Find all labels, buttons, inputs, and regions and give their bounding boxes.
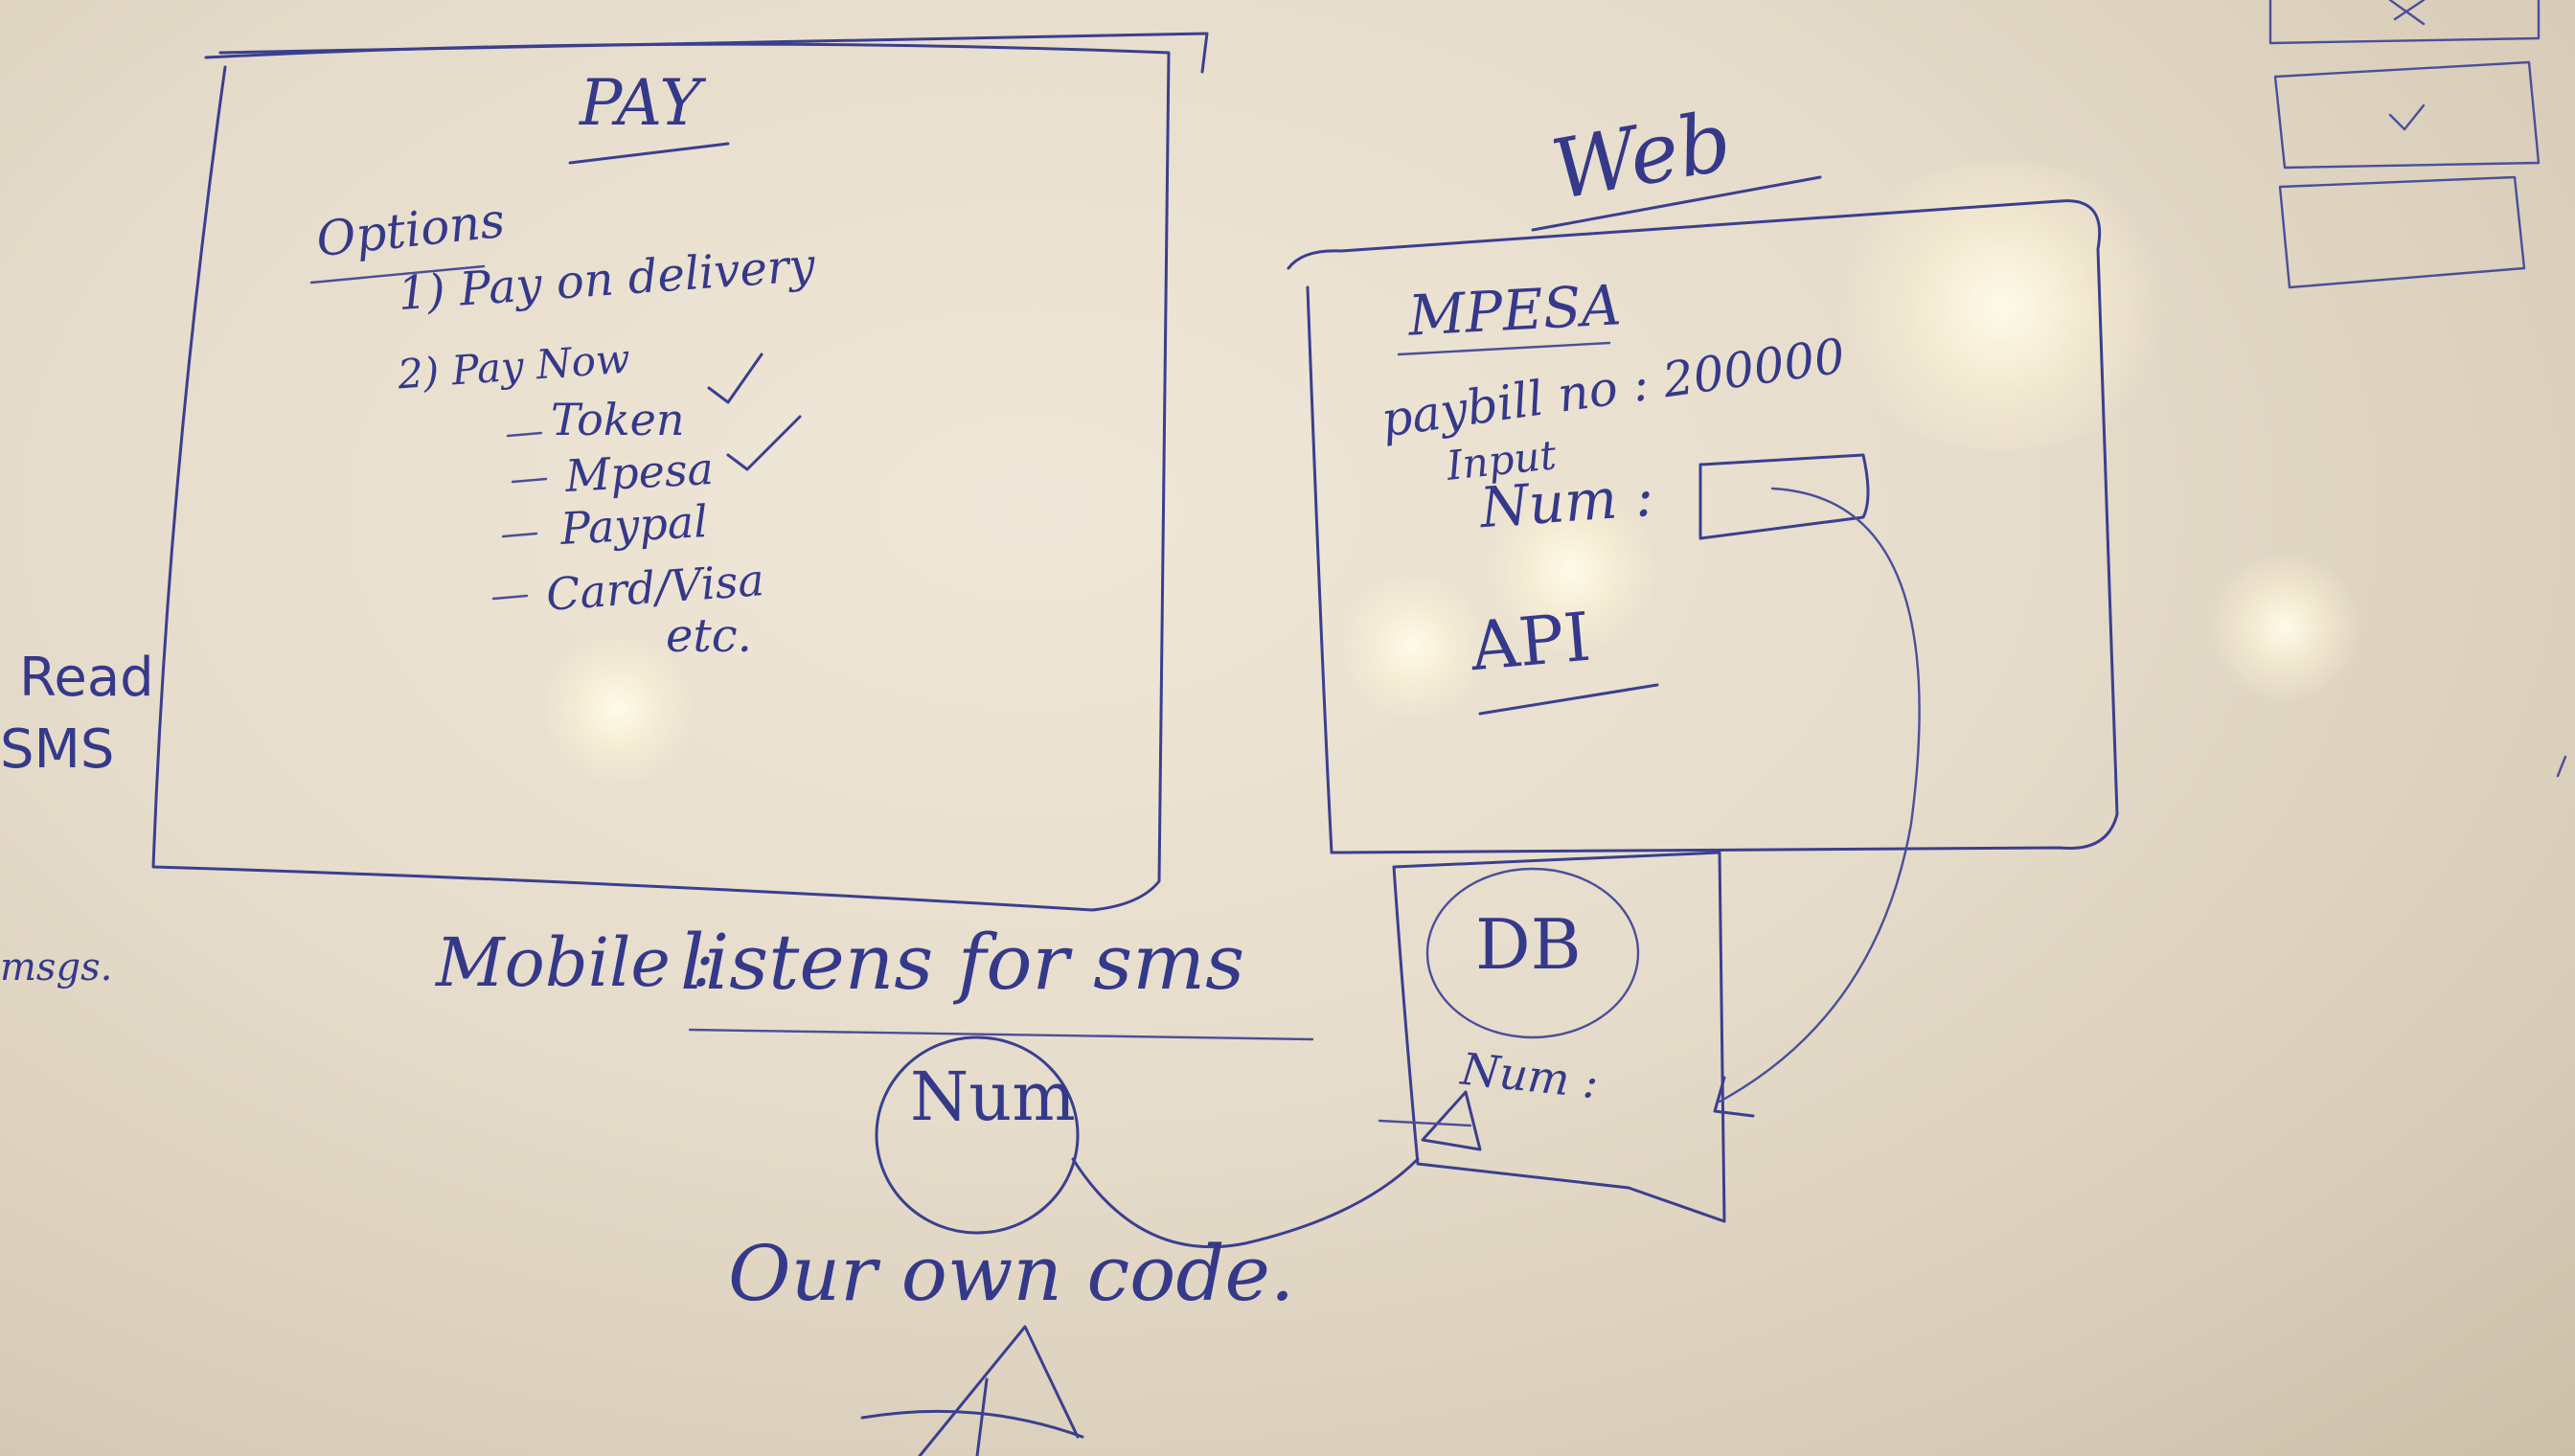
mpesa-label: MPESA — [1406, 272, 1624, 349]
method-mpesa: Mpesa — [563, 442, 716, 503]
web-heading-underline — [1531, 175, 1822, 232]
num-circle-label: Num — [910, 1058, 1076, 1136]
db-num-label: Num : — [1458, 1042, 1602, 1109]
light-glare — [1820, 163, 2184, 450]
pay-title: PAY — [580, 66, 701, 140]
arrow-head-icon — [1713, 1076, 1755, 1118]
method-etc: etc. — [666, 609, 752, 663]
num-circle — [875, 1035, 1080, 1235]
read-sms-note-line2: SMS — [0, 718, 115, 781]
bullet-dash — [491, 594, 529, 601]
arrow-triangle-icon — [1421, 1090, 1482, 1151]
connector-mobile-to-db — [1071, 1157, 1420, 1249]
mobile-label: Mobile : — [436, 923, 715, 1002]
bullet-dash — [511, 477, 548, 484]
close-icon — [2388, 0, 2426, 26]
msgs-note: msgs. — [0, 945, 113, 990]
listens-for-sms: listens for sms — [680, 918, 1245, 1007]
method-token: Token — [551, 394, 685, 445]
light-glare — [1332, 575, 1494, 718]
checkbox-outline — [2273, 60, 2541, 170]
connector-web-to-db — [1718, 487, 1921, 1103]
check-mark-icon — [2388, 103, 2426, 131]
checkbox-outline — [2278, 175, 2526, 289]
light-glare — [536, 632, 699, 785]
light-glare — [2203, 556, 2366, 699]
options-underline — [309, 264, 486, 284]
db-circle — [1425, 867, 1640, 1039]
arrow-tail — [1378, 1119, 1472, 1127]
check-mark-icon — [726, 415, 802, 471]
db-label: DB — [1475, 904, 1582, 985]
own-code-label: Our own code. — [728, 1229, 1295, 1318]
mpesa-underline — [1397, 341, 1611, 356]
pay-title-underline — [568, 142, 730, 165]
bullet-dash — [506, 431, 543, 438]
listens-underline — [688, 1028, 1314, 1041]
num-label: Num : — [1477, 463, 1656, 541]
bullet-dash — [501, 532, 538, 538]
api-label: API — [1467, 597, 1594, 687]
read-sms-note-line1: Read — [19, 647, 154, 709]
db-box-outline — [1392, 851, 1726, 1223]
edge-mark — [2556, 755, 2567, 778]
method-paypal: Paypal — [558, 495, 710, 555]
bottom-sketch — [860, 1325, 1084, 1456]
pay-box-top-edge — [218, 32, 1209, 74]
light-glare — [1475, 489, 1667, 651]
web-box-outline — [1287, 199, 2119, 854]
api-underline — [1478, 683, 1659, 716]
num-input-box — [1698, 453, 1870, 540]
check-mark-icon — [707, 353, 763, 404]
checkbox-outline — [2268, 0, 2541, 45]
